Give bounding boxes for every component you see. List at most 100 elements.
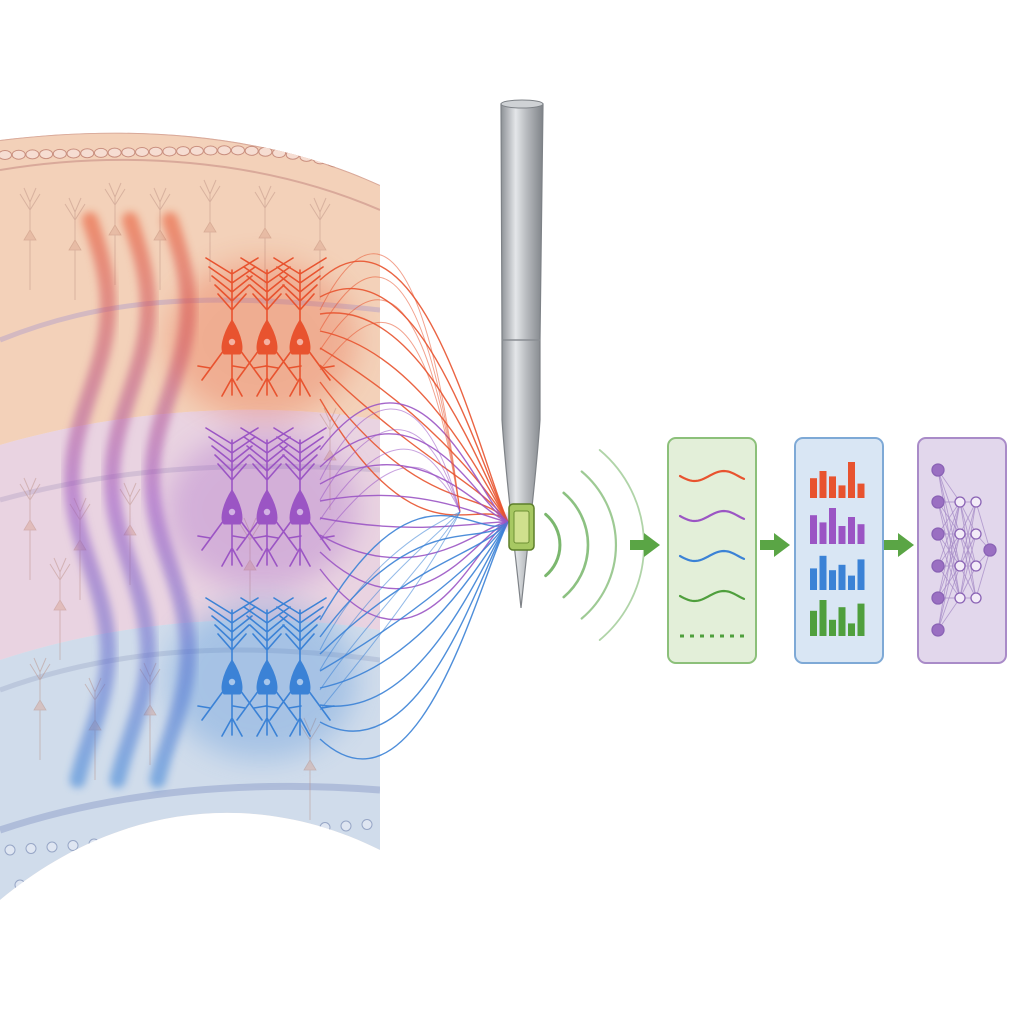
deep-cell <box>161 869 173 880</box>
blue-field-line <box>319 511 461 651</box>
surface-cell <box>66 148 81 159</box>
blue-neuron-population <box>197 597 335 737</box>
deep-cell <box>371 854 380 865</box>
background-neuron <box>49 557 71 660</box>
deep-cell <box>287 860 299 871</box>
pyramidal-neuron <box>197 257 267 397</box>
purple-field-line <box>319 429 461 513</box>
pyramidal-neuron <box>197 427 267 567</box>
purple-field-line <box>319 408 461 513</box>
network-node <box>931 495 945 509</box>
surface-cell <box>203 145 218 156</box>
electrode-probe-icon <box>500 99 544 609</box>
blue-field-line <box>319 515 509 621</box>
surface-cell <box>326 157 341 168</box>
surface-cell <box>217 145 232 156</box>
deep-cell <box>256 826 268 838</box>
purple-field-line <box>319 433 509 523</box>
red-field-line <box>319 260 509 523</box>
network-node <box>983 543 997 557</box>
pipeline-arrow <box>884 533 914 557</box>
traveling-wave <box>104 212 156 788</box>
green-signal-trace <box>678 589 746 603</box>
deep-cell <box>214 829 226 841</box>
deep-cell <box>350 855 362 867</box>
feature-bar <box>819 471 827 498</box>
surface-cell <box>52 148 67 159</box>
feature-bar <box>857 603 865 636</box>
deep-cell <box>361 819 373 830</box>
network-edge <box>959 533 977 599</box>
network-node <box>970 496 982 508</box>
bar-chart-icon <box>810 462 865 636</box>
background-neuron <box>149 187 171 290</box>
feature-bar <box>810 568 817 590</box>
deep-cell <box>266 861 278 873</box>
deep-cell <box>67 840 79 851</box>
blue-field-line <box>319 521 509 655</box>
deep-cell <box>224 864 236 876</box>
deep-cell <box>151 834 163 845</box>
pyramidal-neuron <box>265 427 335 567</box>
red-neuron-population <box>197 257 335 397</box>
surface-cell <box>135 147 150 158</box>
surface-cell <box>39 149 54 160</box>
network-node <box>970 560 982 572</box>
blue-field-line <box>319 511 461 691</box>
network-node <box>931 623 945 637</box>
background-neuron <box>104 182 126 285</box>
red-signal-trace <box>678 469 746 483</box>
blue-field-line <box>319 521 509 689</box>
surface-cell <box>93 147 108 158</box>
background-neuron <box>64 197 86 300</box>
deep-cell <box>25 843 37 854</box>
signal-wave <box>580 470 617 620</box>
neuron-populations <box>197 257 335 737</box>
network-edge <box>959 501 977 567</box>
deep-cell <box>130 835 142 847</box>
pipeline-arrow <box>630 533 660 557</box>
feature-bar <box>848 462 855 498</box>
network-edge <box>975 501 991 551</box>
pyramidal-neuron <box>197 597 267 737</box>
network-node <box>954 560 966 572</box>
background-neuron <box>19 187 41 290</box>
surface-cell <box>299 151 314 162</box>
pyramidal-neuron <box>232 257 302 397</box>
surface-cell <box>121 147 136 158</box>
deep-cell <box>308 858 320 870</box>
surface-cell <box>368 168 380 179</box>
surface-cell <box>80 148 95 159</box>
network-edge <box>937 565 961 631</box>
feature-bar <box>810 610 817 636</box>
blue-signal-trace <box>678 549 746 563</box>
deep-cell <box>340 820 352 832</box>
deep-cell <box>46 841 58 853</box>
purple-field-line <box>319 448 461 521</box>
deep-cell <box>245 863 257 874</box>
background-neuron <box>19 477 41 580</box>
network-edge <box>937 501 961 631</box>
background-neuron <box>199 179 221 282</box>
deep-cell <box>109 837 121 848</box>
deep-cell <box>298 823 310 835</box>
surface-cell <box>313 154 328 165</box>
feature-bar <box>838 564 846 590</box>
background-neuron <box>29 657 51 760</box>
surface-cell <box>11 149 26 160</box>
signal-wave <box>544 512 562 578</box>
signals-panel <box>667 437 757 664</box>
network-edge <box>959 565 977 599</box>
feature-bar <box>819 555 827 590</box>
blue-field-line <box>319 521 509 760</box>
surface-cell <box>258 146 273 157</box>
feature-bar <box>857 559 865 590</box>
feature-bar <box>829 508 836 544</box>
deep-cell <box>140 870 152 882</box>
red-field-line <box>319 253 461 513</box>
deep-cell <box>35 878 47 889</box>
blue-field-line <box>319 521 509 672</box>
surface-cell <box>189 145 204 156</box>
